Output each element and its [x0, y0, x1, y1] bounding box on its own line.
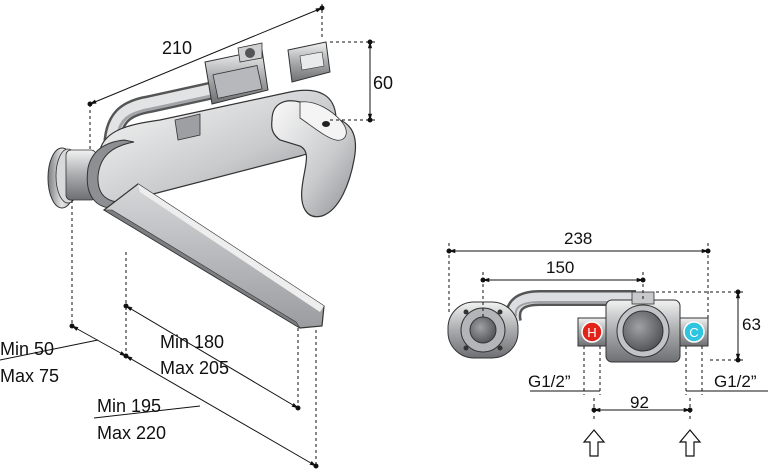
wall-flange — [47, 147, 97, 209]
cold-label: C — [689, 325, 698, 340]
dim-spout-min: Min 180 — [160, 332, 224, 352]
hot-inflow-arrow — [582, 429, 606, 457]
dim-wall-max: Max 75 — [0, 366, 59, 386]
hot-label: H — [587, 325, 596, 340]
left-dimension-labels: 210 60 Min 180 Max 205 Min 50 Max 75 Min… — [0, 38, 393, 443]
plan-valve-body — [605, 291, 681, 363]
right-dimensions — [446, 243, 768, 457]
dim-centers-150: 150 — [546, 258, 574, 277]
cold-indicator — [683, 321, 705, 343]
dim-total-min: Min 195 — [97, 396, 161, 416]
spout — [102, 183, 325, 329]
dim-overall-238: 238 — [564, 229, 592, 248]
cold-inflow-arrow — [678, 429, 702, 457]
cold-inlet: C — [679, 317, 709, 347]
dim-height-60: 60 — [373, 73, 393, 93]
lever-handle — [271, 100, 357, 218]
plan-flange — [447, 301, 519, 359]
dim-inlets-92: 92 — [630, 393, 649, 412]
dim-total-max: Max 220 — [97, 423, 166, 443]
dim-spout-max: Max 205 — [160, 358, 229, 378]
dim-wall-min: Min 50 — [0, 339, 54, 359]
faucet-3d-view — [47, 41, 357, 329]
thread-right-label: G1/2” — [714, 372, 757, 391]
hot-inlet: H — [577, 317, 607, 347]
dim-width-210: 210 — [162, 38, 192, 58]
thread-left-label: G1/2” — [528, 372, 571, 391]
hot-indicator — [581, 321, 603, 343]
valve-plan-view: H C — [447, 290, 709, 363]
dim-height-63: 63 — [742, 315, 761, 334]
left-dimensions — [0, 4, 378, 469]
right-dimension-labels: 238 150 63 92 G1/2” G1/2” — [528, 229, 761, 412]
